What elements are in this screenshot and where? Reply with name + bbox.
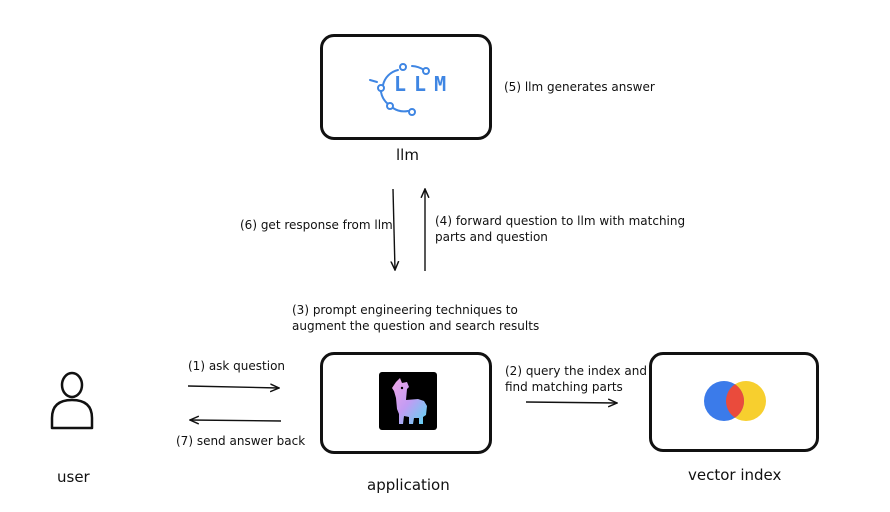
llm-logo-text: LLM bbox=[394, 72, 455, 96]
vector-index-title: vector index bbox=[688, 466, 782, 484]
application-title: application bbox=[367, 476, 450, 494]
step-2-label-line2: find matching parts bbox=[505, 380, 623, 394]
user-title: user bbox=[57, 468, 90, 486]
arrow-query-index bbox=[525, 402, 617, 403]
arrow-get-response bbox=[393, 188, 395, 270]
arrow-send-answer bbox=[190, 420, 282, 421]
llm-title: llm bbox=[396, 146, 419, 164]
step-4-label-line2: parts and question bbox=[435, 230, 548, 244]
step-7-label: (7) send answer back bbox=[176, 434, 306, 448]
step-2-label-line1: (2) query the index and bbox=[505, 364, 647, 378]
step-4-label-line1: (4) forward question to llm with matchin… bbox=[435, 214, 686, 228]
arrow-ask-question bbox=[187, 386, 279, 388]
llm-node bbox=[320, 34, 492, 140]
step-5-label: (5) llm generates answer bbox=[504, 80, 655, 94]
step-3-label-line2: augment the question and search results bbox=[292, 319, 540, 333]
step-6-label: (6) get response from llm bbox=[240, 218, 393, 232]
step-1-label: (1) ask question bbox=[188, 359, 286, 373]
step-3-label-line1: (3) prompt engineering techniques to bbox=[292, 303, 518, 317]
